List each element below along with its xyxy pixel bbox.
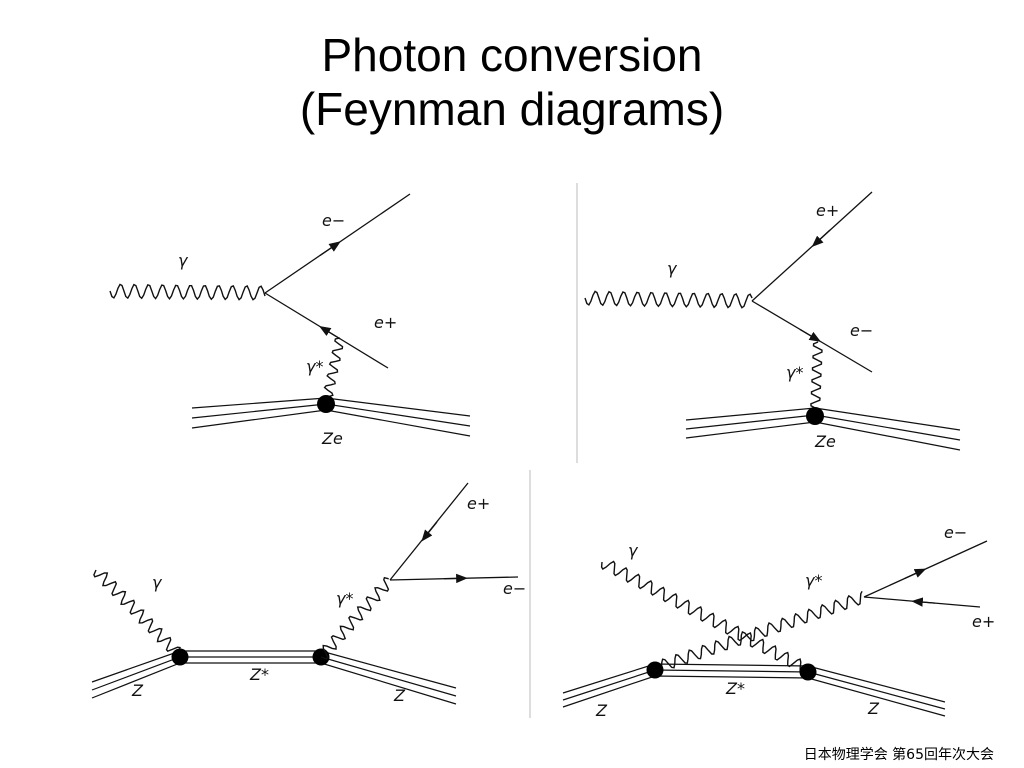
vertex-dot-left — [171, 648, 189, 666]
electron-line — [264, 193, 411, 294]
label-electron: e− — [503, 579, 526, 598]
title-line-1: Photon conversion — [321, 29, 703, 81]
label-nucleus: Ze — [814, 432, 836, 451]
incoming-photon-line — [584, 290, 753, 309]
label-positron: e+ — [467, 494, 490, 513]
incoming-photon-line — [109, 283, 266, 301]
label-virtual-photon: γ* — [336, 589, 353, 608]
electron-arrow — [799, 328, 822, 342]
nucleus-lines — [562, 663, 946, 717]
incoming-photon-line — [93, 569, 181, 661]
incoming-photon-line — [600, 560, 811, 674]
virtual-photon-line — [654, 590, 863, 674]
label-nucleus-mid: Z* — [249, 665, 269, 684]
diagram-top-left: γ e− e+ γ* Ze — [109, 193, 471, 448]
slide-title: Photon conversion (Feynman diagrams) — [0, 28, 1024, 136]
label-electron: e− — [850, 321, 873, 340]
label-photon: γ — [667, 259, 678, 278]
label-nucleus-out: Z — [867, 699, 880, 718]
footer-conference: 日本物理学会 第65回年次大会 — [803, 747, 994, 763]
vertex-dot — [317, 395, 335, 413]
label-virtual-photon: γ* — [306, 357, 323, 376]
label-positron: e+ — [374, 313, 397, 332]
label-nucleus-in: Z — [595, 701, 608, 720]
electron-arrow — [904, 568, 927, 579]
nucleus-lines — [91, 650, 457, 705]
label-virtual-photon: γ* — [805, 571, 822, 590]
vertex-dot — [806, 407, 824, 425]
label-nucleus-out: Z — [393, 686, 406, 705]
electron-line — [863, 540, 988, 598]
vertex-dot-left — [646, 661, 664, 679]
virtual-photon-line — [320, 576, 390, 660]
diagram-bottom-left: γ e+ e− γ* Z Z* Z — [91, 482, 526, 705]
positron-arrow — [319, 325, 341, 340]
diagram-top-right: γ e+ e− γ* Ze — [584, 191, 961, 451]
label-nucleus-in: Z — [131, 681, 144, 700]
label-positron: e+ — [816, 201, 839, 220]
positron-arrow — [911, 597, 936, 607]
title-line-2: (Feynman diagrams) — [299, 83, 725, 135]
label-electron: e− — [322, 211, 345, 230]
diagram-bottom-right: γ e− e+ γ* Z Z* Z — [562, 523, 995, 720]
electron-arrow — [319, 241, 341, 257]
virtual-photon-line — [810, 341, 823, 413]
positron-arrow — [421, 521, 438, 542]
label-positron: e+ — [972, 612, 995, 631]
virtual-photon-line — [321, 337, 344, 406]
label-photon: γ — [152, 573, 163, 592]
positron-line — [751, 191, 873, 302]
vertex-dot-right — [799, 663, 817, 681]
label-photon: γ — [628, 541, 639, 560]
label-electron: e− — [944, 523, 967, 542]
label-photon: γ — [178, 251, 189, 270]
label-virtual-photon: γ* — [786, 363, 803, 382]
positron-arrow — [811, 229, 831, 247]
label-nucleus-mid: Z* — [725, 679, 745, 698]
label-nucleus: Ze — [321, 429, 343, 448]
